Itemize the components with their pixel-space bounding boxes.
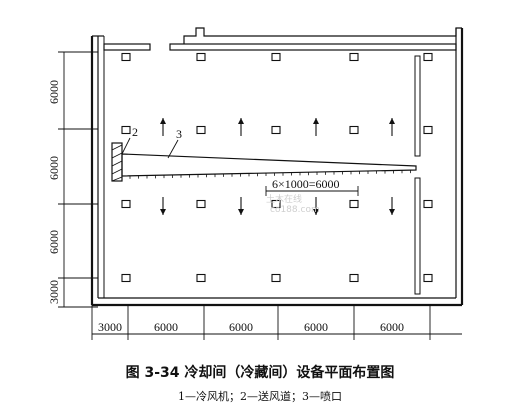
watermark-line-2: co188.com xyxy=(270,205,320,215)
vertical-dim-label-1: 6000 xyxy=(47,80,61,104)
ceiling-outlet-square xyxy=(121,273,131,283)
ceiling-outlet-square xyxy=(121,125,131,135)
supply-air-duct xyxy=(121,153,417,179)
vertical-dim-label-3: 6000 xyxy=(47,230,61,254)
horizontal-dim-label-1: 3000 xyxy=(98,320,122,334)
ceiling-outlet-square xyxy=(196,273,206,283)
vertical-dimension-chain xyxy=(58,51,98,308)
ceiling-outlet-square xyxy=(423,52,433,62)
horizontal-dim-label-2: 6000 xyxy=(154,320,178,334)
leader-3 xyxy=(167,139,179,159)
ceiling-outlet-square xyxy=(423,199,433,209)
airflow-up-arrow xyxy=(160,118,166,136)
horizontal-dim-label-4: 6000 xyxy=(304,320,328,334)
leader-2 xyxy=(121,137,131,155)
airflow-up-arrow xyxy=(238,118,244,136)
right-partition-upper xyxy=(414,55,421,157)
ceiling-outlet-square xyxy=(349,273,359,283)
ceiling-outlet-square xyxy=(121,199,131,209)
ceiling-outlet-square xyxy=(271,273,281,283)
horizontal-dimension-chain xyxy=(91,305,462,340)
airflow-down-arrow xyxy=(389,197,395,215)
watermark-line-1: 土木在线 xyxy=(266,193,302,205)
figure-caption: 图 3-34 冷却间（冷藏间）设备平面布置图 xyxy=(126,364,395,381)
ceiling-outlet-square xyxy=(271,52,281,62)
ceiling-outlet-square xyxy=(423,273,433,283)
duct-body xyxy=(121,153,417,177)
ceiling-outlet-square xyxy=(196,52,206,62)
airflow-down-arrow xyxy=(238,197,244,215)
ceiling-outlet-square xyxy=(349,199,359,209)
air-cooler xyxy=(111,142,123,182)
ceiling-outlet-square xyxy=(349,125,359,135)
top-wall-door-jamb xyxy=(183,27,462,44)
vertical-dim-label-2: 6000 xyxy=(47,156,61,180)
callout-label-2: 2 xyxy=(132,125,138,139)
top-wall-right-segment xyxy=(169,43,457,51)
ceiling-outlet-square xyxy=(271,199,281,209)
ceiling-outlet-square xyxy=(349,52,359,62)
ceiling-outlet-square xyxy=(196,125,206,135)
airflow-down-arrow xyxy=(313,197,319,215)
ceiling-outlet-square xyxy=(196,199,206,209)
duct-length-dimension xyxy=(265,186,359,196)
ceiling-outlet-square xyxy=(121,52,131,62)
horizontal-dim-label-3: 6000 xyxy=(229,320,253,334)
callout-leaders xyxy=(121,137,179,159)
figure-legend: 1—冷风机；2—送风道；3—喷口 xyxy=(178,389,342,403)
ceiling-outlet-square xyxy=(423,125,433,135)
right-partition-lower xyxy=(414,177,421,295)
ceiling-outlet-square xyxy=(271,125,281,135)
airflow-up-arrow xyxy=(313,118,319,136)
vertical-dim-label-4: 3000 xyxy=(47,280,61,304)
ceiling-outlets xyxy=(121,52,433,283)
airflow-up-arrow xyxy=(389,118,395,136)
top-wall-left-segment xyxy=(103,43,151,51)
airflow-arrows xyxy=(160,118,395,215)
callout-label-3: 3 xyxy=(176,127,182,141)
airflow-down-arrow xyxy=(160,197,166,215)
walls xyxy=(90,27,464,307)
duct-length-label: 6×1000=6000 xyxy=(272,177,340,191)
horizontal-dim-label-5: 6000 xyxy=(380,320,404,334)
nozzle-group xyxy=(129,170,411,179)
